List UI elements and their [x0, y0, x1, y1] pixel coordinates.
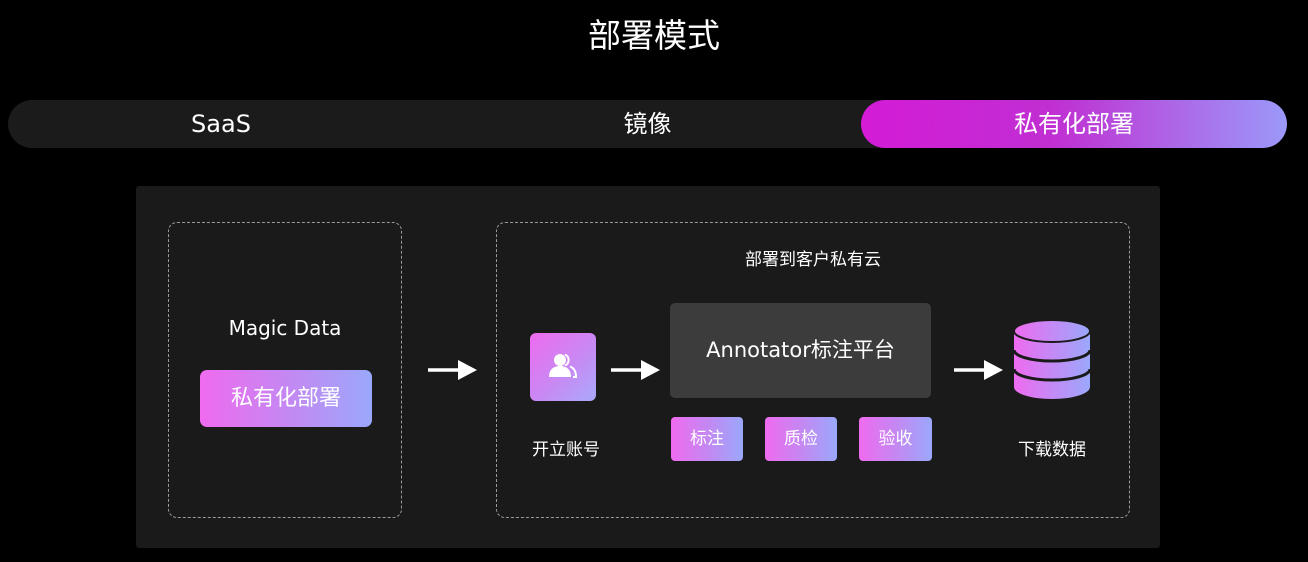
magic-data-title: Magic Data — [228, 316, 342, 340]
arrow-right-icon — [954, 360, 1003, 380]
open-account-label: 开立账号 — [532, 440, 600, 460]
step-quality-check: 质检 — [765, 417, 837, 461]
database-icon — [1012, 319, 1092, 399]
step-acceptance: 验收 — [859, 417, 932, 461]
arrow-right-icon — [428, 360, 477, 380]
tab-mirror[interactable]: 镜像 — [623, 110, 672, 138]
tab-saas[interactable]: SaaS — [191, 110, 251, 138]
download-data-label: 下载数据 — [1018, 440, 1086, 460]
private-cloud-title: 部署到客户私有云 — [745, 250, 881, 270]
deployment-diagram-panel: Magic Data 私有化部署 部署到客户私有云 开立账号 — [136, 186, 1160, 548]
magic-data-box: Magic Data 私有化部署 — [168, 222, 402, 518]
tab-private-deployment[interactable]: 私有化部署 — [861, 100, 1287, 148]
account-tile — [530, 333, 596, 401]
customer-private-cloud-box: 部署到客户私有云 开立账号 Annotator标注平台 标注 质检 验收 — [496, 222, 1130, 518]
step-annotate: 标注 — [671, 417, 743, 461]
private-deployment-badge: 私有化部署 — [200, 370, 372, 427]
page-title: 部署模式 — [588, 16, 720, 55]
deployment-mode-tabs: SaaS 镜像 私有化部署 — [8, 100, 1287, 148]
annotator-platform: Annotator标注平台 — [670, 303, 931, 398]
users-icon — [549, 353, 578, 378]
arrow-right-icon — [611, 360, 660, 380]
